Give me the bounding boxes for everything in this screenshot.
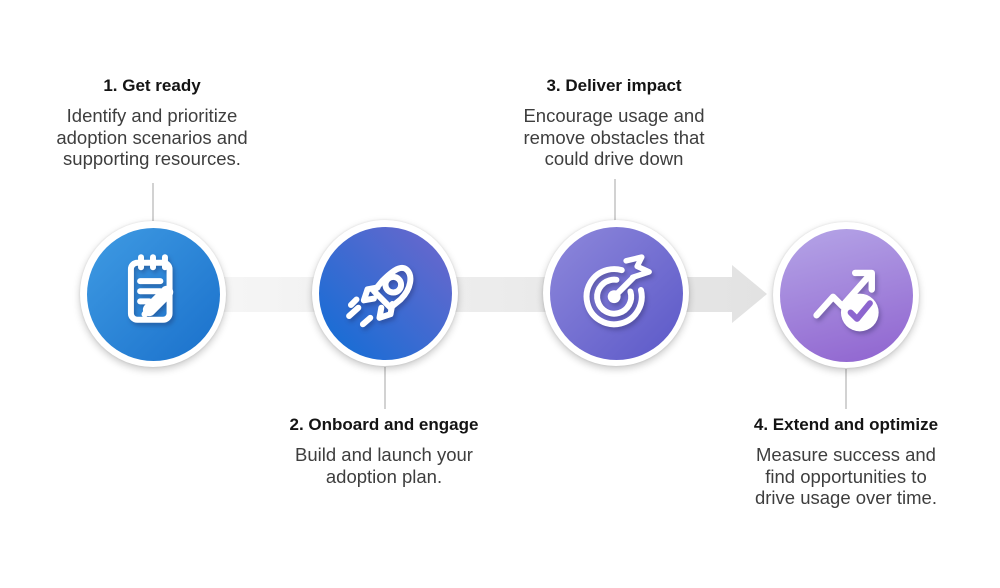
step-4-description: Measure success and find opportunities t… [754, 444, 937, 508]
step-circle-2-fill [318, 226, 452, 360]
step-circle-3 [543, 220, 689, 366]
step-4-heading: 4. Extend and optimize [753, 415, 939, 434]
step-2-text: 2. Onboard and engage Build and launch y… [264, 415, 504, 487]
target-dart-icon [583, 254, 652, 328]
step-circle-1-fill [86, 227, 220, 361]
step-3-text: 3. Deliver impact Encourage usage and re… [494, 76, 734, 170]
step-circle-3-fill [549, 226, 683, 360]
rocket-icon [346, 264, 414, 328]
connector-step-4 [845, 369, 847, 409]
step-3-description: Encourage usage and remove obstacles tha… [523, 105, 705, 169]
connector-step-2 [384, 367, 386, 409]
step-circle-1 [80, 221, 226, 367]
connector-step-3 [614, 179, 616, 221]
step-1-text: 1. Get ready Identify and prioritize ado… [32, 76, 272, 170]
connector-step-1 [152, 183, 154, 221]
step-2-description: Build and launch your adoption plan. [295, 444, 473, 487]
step-circle-4-fill [779, 228, 913, 362]
step-circle-4 [773, 222, 919, 368]
notepad-pen-icon [127, 254, 174, 323]
step-1-description: Identify and prioritize adoption scenari… [56, 105, 248, 169]
step-1-heading: 1. Get ready [103, 76, 201, 95]
check-mark [847, 300, 873, 322]
step-circle-2 [312, 220, 458, 366]
step-4-text: 4. Extend and optimize Measure success a… [726, 415, 966, 509]
step-3-heading: 3. Deliver impact [546, 76, 682, 95]
trend-check-icon [813, 269, 879, 332]
step-2-heading: 2. Onboard and engage [289, 415, 479, 434]
